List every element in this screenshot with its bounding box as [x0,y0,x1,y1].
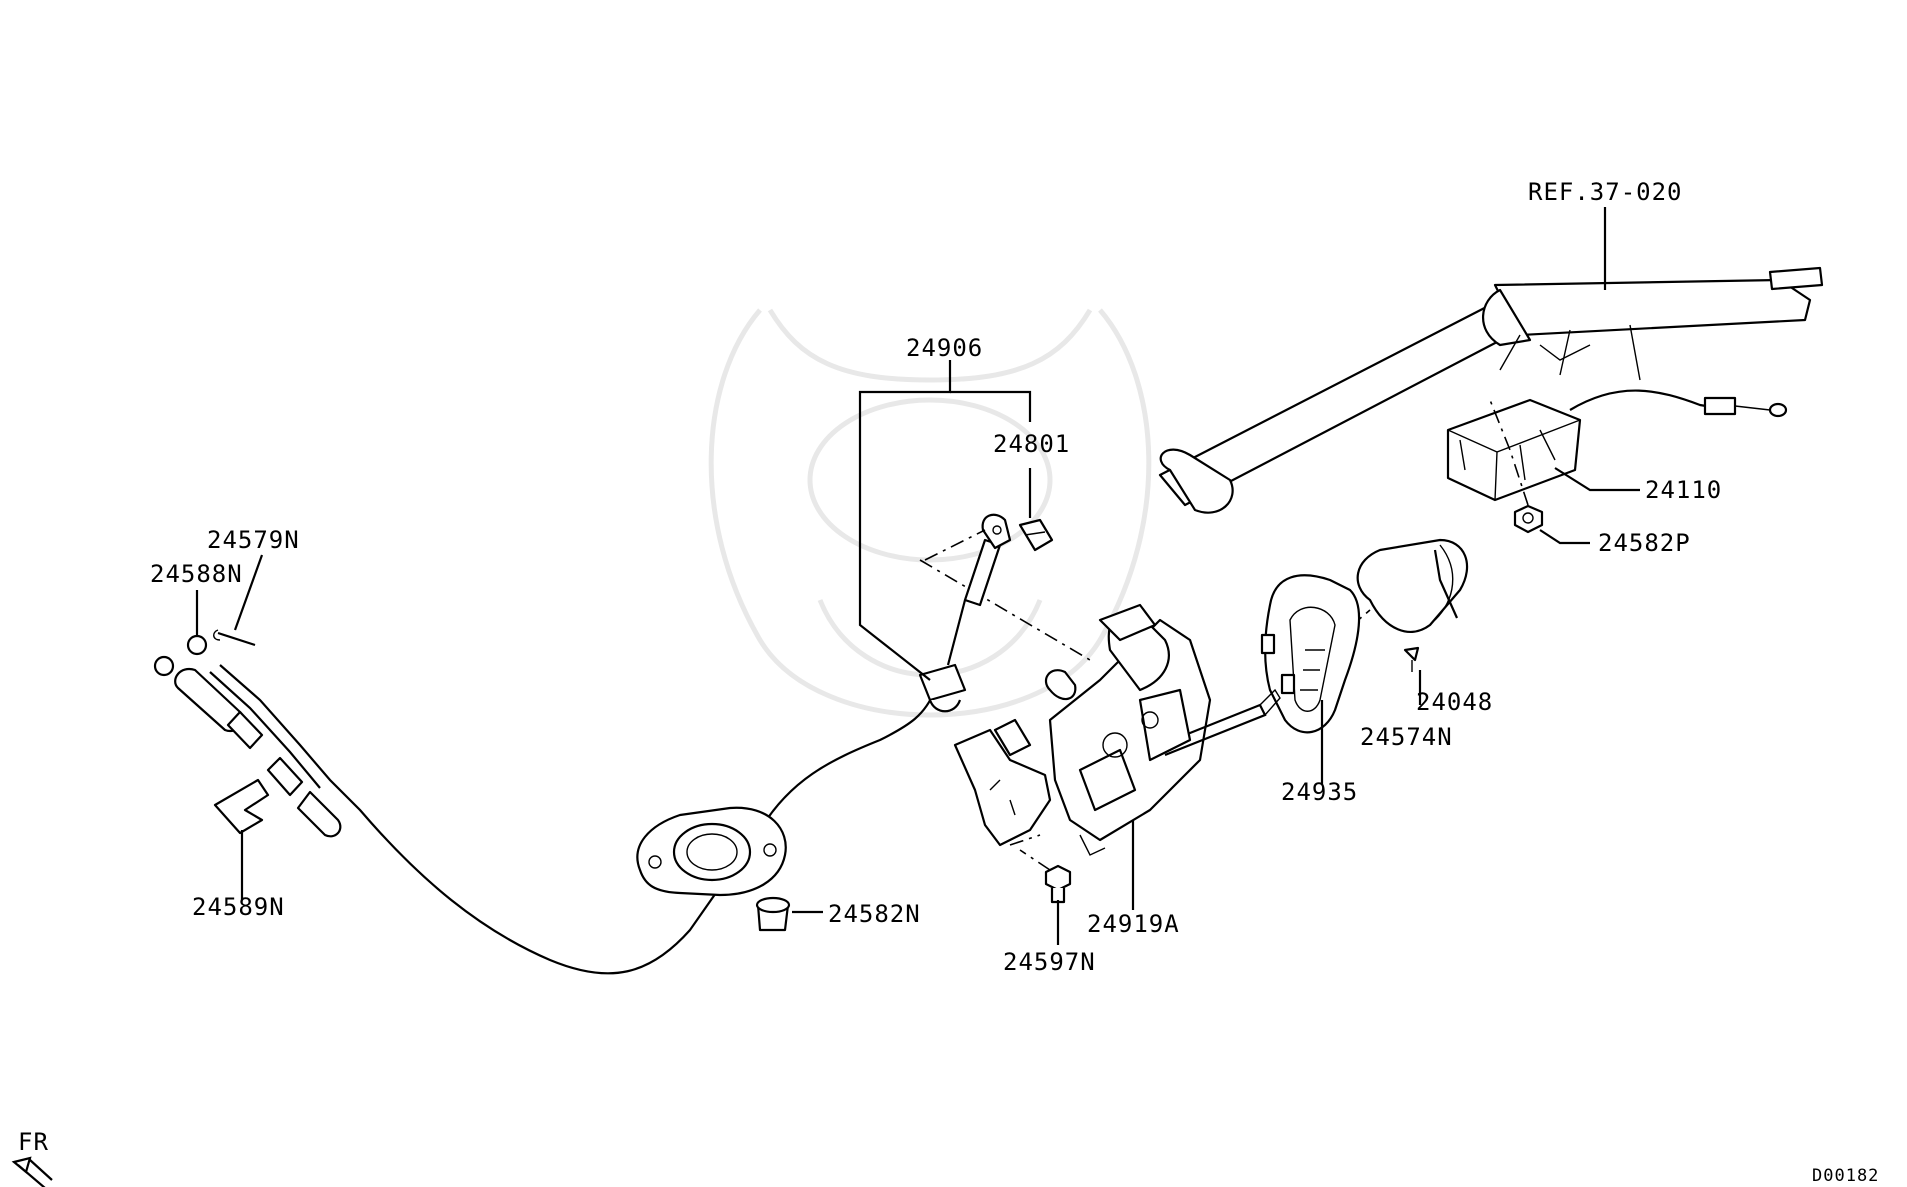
part-24597N-bolt [1019,849,1072,904]
part-labels: REF.37-020 24906 24801 24110 24582P 2457… [150,178,1722,976]
label-24589N: 24589N [192,893,285,921]
watermark-emblem [708,308,1152,718]
label-24582P: 24582P [1598,529,1691,557]
diagram-code: D00182 [1812,1166,1879,1186]
part-24582P-nut [1489,399,1544,534]
fr-label: FR [18,1128,49,1156]
label-24110: 24110 [1645,476,1722,504]
steering-column [1158,266,1824,514]
label-ref-37-020: REF.37-020 [1528,178,1683,206]
label-24579N: 24579N [207,526,300,554]
part-24935-panel [1260,574,1361,734]
label-24935: 24935 [1281,778,1358,806]
leader-lines [195,207,1640,945]
front-direction-indicator: FR [11,1128,53,1187]
part-24048-knob [1299,538,1469,671]
label-24048: 24048 [1416,688,1493,716]
label-24582N: 24582N [828,900,921,928]
part-24574N-screw [1403,646,1420,672]
label-24588N: 24588N [150,560,243,588]
label-24801: 24801 [993,430,1070,458]
label-24906: 24906 [906,334,983,362]
label-24574N: 24574N [1360,723,1453,751]
label-24597N: 24597N [1003,948,1096,976]
fr-arrow-icon [11,1156,53,1187]
part-24919A-lever-assembly [919,559,1281,856]
part-24589N-clip [213,778,270,835]
part-24588N-washer [186,634,208,656]
part-24906-cable [153,513,1012,975]
part-24801-clip [1018,518,1054,552]
part-24110-switch [1446,389,1788,502]
label-24919A: 24919A [1087,910,1180,938]
part-24579N-pin [213,629,256,647]
part-24582N-nut [755,896,791,932]
